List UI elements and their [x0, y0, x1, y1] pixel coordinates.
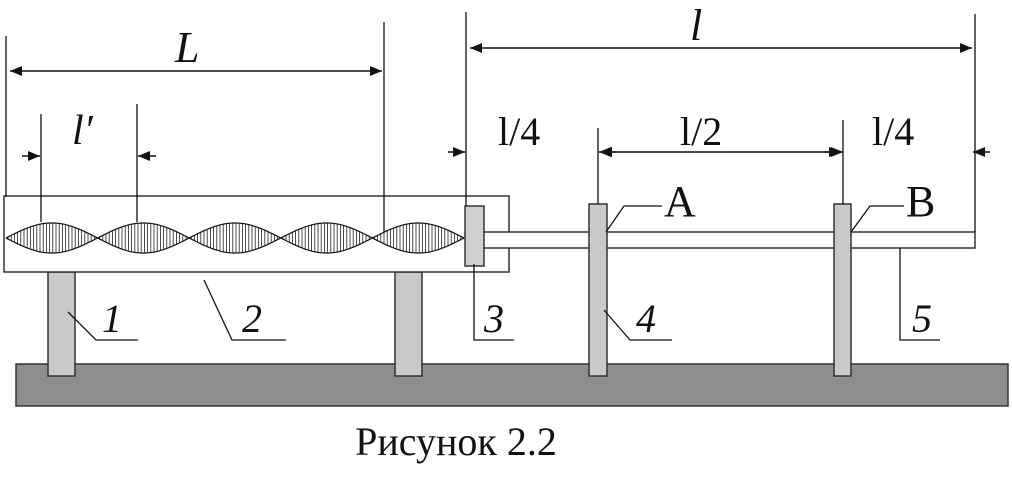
- leader-2: [203, 279, 286, 341]
- standing-wave: [5, 222, 465, 254]
- wave-antinode: [280, 222, 373, 254]
- base-plate: [15, 363, 1009, 407]
- clamp-a: [588, 203, 608, 377]
- piston: [464, 205, 485, 267]
- callout-2: 2: [242, 296, 262, 341]
- dimension-L-label: L: [174, 23, 199, 72]
- clamp-b: [833, 203, 852, 377]
- stand-leg-left: [47, 271, 76, 377]
- extension-lines: [5, 12, 976, 232]
- callout-1: 1: [102, 296, 122, 341]
- figure-caption: Рисунок 2.2: [355, 419, 557, 464]
- dimension-half-label: l/2: [680, 109, 722, 154]
- point-A-label: A: [664, 177, 696, 226]
- dimension-l-prime-label: l′: [72, 108, 94, 154]
- leader-1: [67, 311, 138, 341]
- callout-4: 4: [636, 296, 656, 341]
- wave-antinode: [188, 222, 282, 254]
- point-B-label: B: [906, 177, 935, 226]
- dimension-quarter-left-label: l/4: [498, 109, 540, 154]
- leader-5: [899, 248, 940, 341]
- leader-B: [850, 205, 904, 233]
- rod: [482, 231, 976, 249]
- leader-4: [603, 309, 672, 341]
- tube: [3, 195, 510, 273]
- wave-antinode: [5, 222, 98, 254]
- callout-3: 3: [483, 296, 504, 341]
- wave-antinode: [97, 222, 190, 254]
- leader-3: [473, 264, 514, 341]
- wave-antinode: [372, 222, 465, 254]
- callout-5: 5: [912, 296, 932, 341]
- leader-A: [605, 205, 662, 233]
- stand-leg-right: [394, 271, 423, 377]
- dimension-quarter-right-label: l/4: [872, 109, 914, 154]
- dimension-l-label: l: [690, 1, 702, 50]
